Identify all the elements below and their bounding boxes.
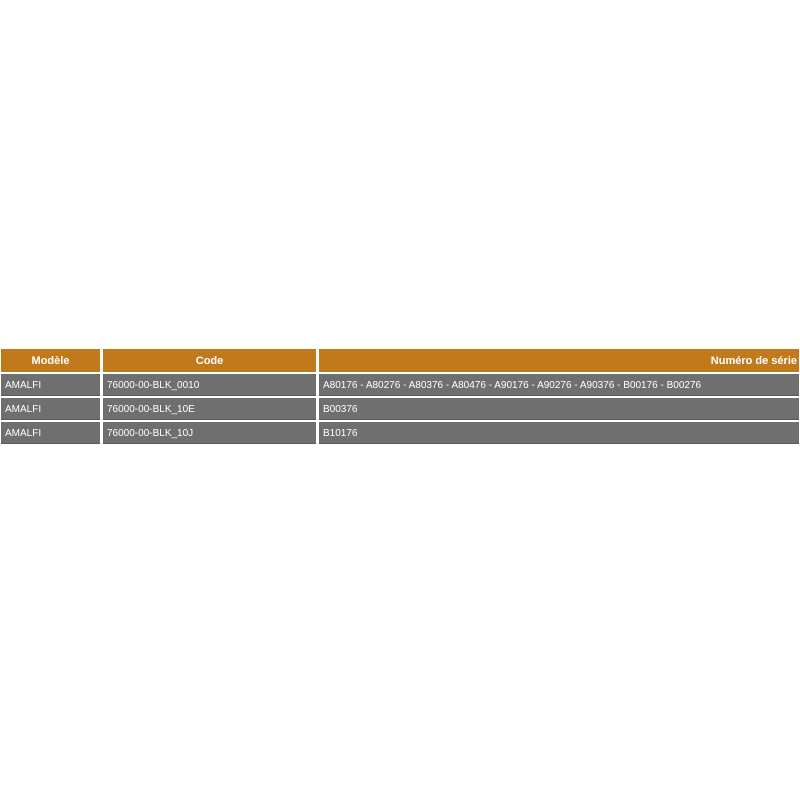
cell-serial-numbers: A80176 - A80276 - A80376 - A80476 - A901… [319, 374, 799, 396]
table-row: AMALFI 76000-00-BLK_0010 A80176 - A80276… [1, 374, 799, 396]
cell-model: AMALFI [1, 398, 100, 420]
cell-serial-numbers: B10176 [319, 422, 799, 444]
cell-model: AMALFI [1, 374, 100, 396]
cell-model: AMALFI [1, 422, 100, 444]
serial-number-table-container: Modèle Code Numéro de série AMALFI 76000… [0, 347, 800, 446]
table-row: AMALFI 76000-00-BLK_10E B00376 [1, 398, 799, 420]
table-row: AMALFI 76000-00-BLK_10J B10176 [1, 422, 799, 444]
cell-serial-numbers: B00376 [319, 398, 799, 420]
cell-code: 76000-00-BLK_10J [103, 422, 316, 444]
cell-code: 76000-00-BLK_0010 [103, 374, 316, 396]
column-header-serial-number: Numéro de série [319, 349, 799, 372]
column-header-model: Modèle [1, 349, 100, 372]
cell-code: 76000-00-BLK_10E [103, 398, 316, 420]
column-header-code: Code [103, 349, 316, 372]
table-header-row: Modèle Code Numéro de série [1, 349, 799, 372]
serial-number-table: Modèle Code Numéro de série AMALFI 76000… [0, 347, 800, 446]
